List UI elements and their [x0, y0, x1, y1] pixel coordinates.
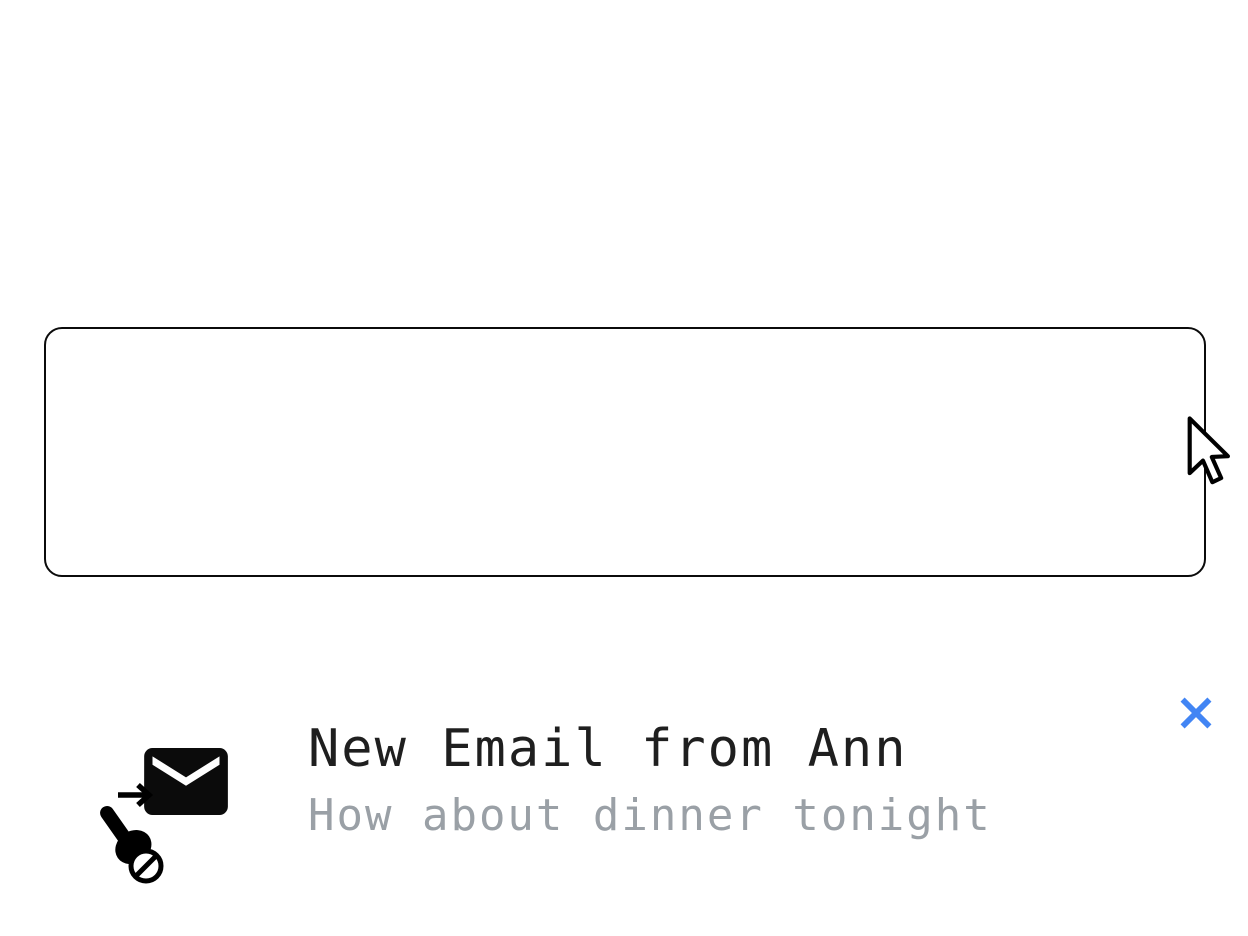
close-button[interactable] — [1170, 687, 1222, 739]
swipe-not-allowed-icon — [80, 778, 180, 888]
email-icon — [144, 748, 228, 815]
notification-subtitle: How about dinner tonight — [308, 790, 992, 841]
notification-card[interactable]: New Email from Ann How about dinner toni… — [44, 327, 1212, 841]
close-icon — [1173, 690, 1219, 736]
notification-title: New Email from Ann — [308, 719, 908, 779]
